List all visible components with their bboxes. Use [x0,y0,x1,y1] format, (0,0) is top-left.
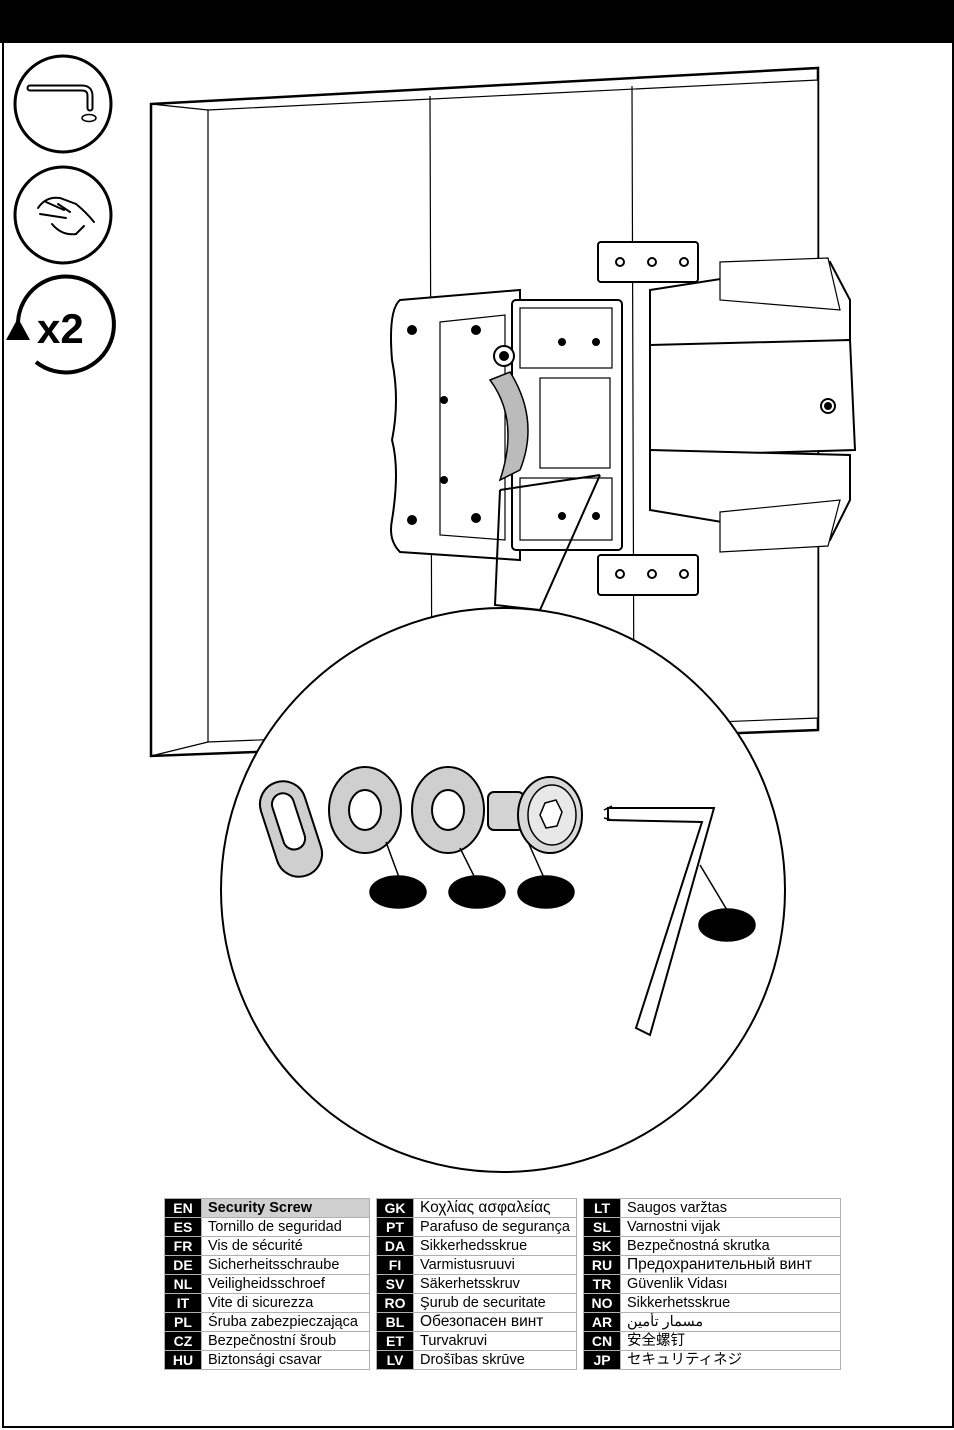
security-screw-parts [258,766,716,1037]
page-frame [2,43,954,1428]
rotate-arrow-icon [6,274,116,375]
part-marker-2 [448,875,506,909]
part-marker-3 [517,875,575,909]
part-markers [369,841,756,942]
hand-tighten-icon [13,165,113,265]
part-marker-1 [369,875,427,909]
legend-name-highlight: Security Screw [201,1198,370,1218]
wall-plate [390,288,521,562]
part-marker-4 [698,908,756,942]
repeat-count: x2 [37,305,84,352]
allen-key-icon [13,54,113,154]
header-bar [0,0,954,43]
